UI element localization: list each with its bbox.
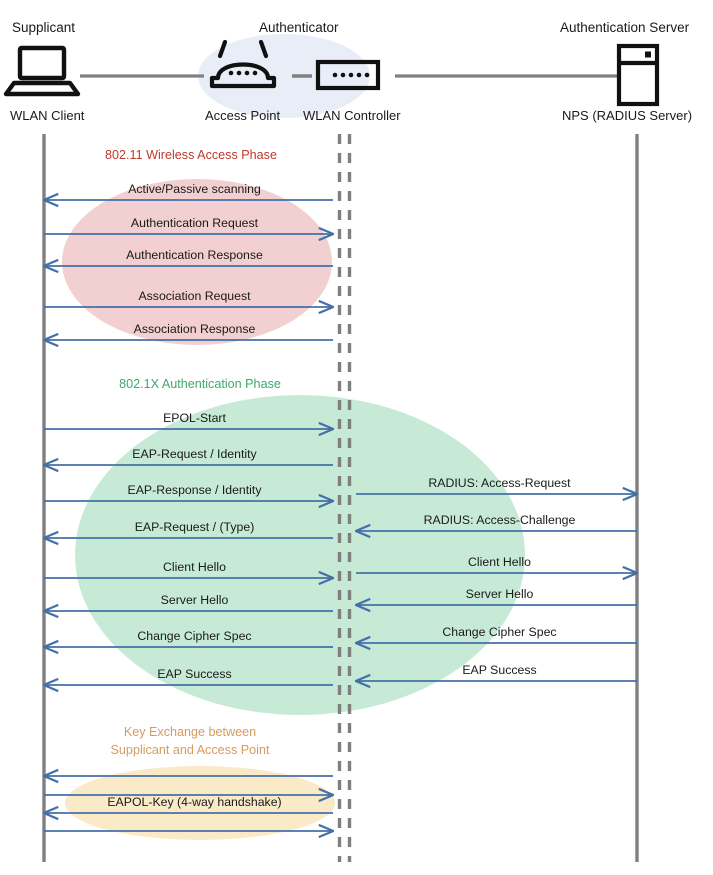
actor-device-wlan-controller: WLAN Controller (303, 108, 401, 123)
actor-device-wlan-client: WLAN Client (10, 108, 85, 123)
message-label-right-1: RADIUS: Access-Challenge (423, 513, 576, 527)
message-label-left-5: EPOL-Start (163, 411, 226, 425)
message-label-left-10: Server Hello (160, 593, 229, 607)
actor-role-auth-server: Authentication Server (560, 20, 690, 35)
wlan-controller-icon (315, 59, 381, 91)
phase-label-key-exchange: Key Exchange between Supplicant and Acce… (111, 723, 270, 760)
message-label-right-0: RADIUS: Access-Request (428, 476, 571, 490)
actor-role-authenticator: Authenticator (259, 20, 339, 35)
message-label-right-4: Change Cipher Spec (442, 625, 557, 639)
message-label-left-4: Association Response (133, 322, 256, 336)
message-label-left-0: Active/Passive scanning (128, 182, 261, 196)
phase-80211-ellipse (62, 179, 332, 345)
phase-key-line1: Key Exchange between (123, 725, 257, 739)
phase-label-8021x: 802.1X Authentication Phase (119, 377, 281, 391)
message-label-left-1: Authentication Request (130, 216, 259, 230)
message-label-left-9: Client Hello (163, 560, 226, 574)
message-label-right-5: EAP Success (462, 663, 537, 677)
phase-keyexchange-ellipse (65, 766, 335, 840)
message-label-left-3: Association Request (138, 289, 251, 303)
access-point-icon (209, 39, 277, 89)
message-label-left-6: EAP-Request / Identity (132, 447, 257, 461)
message-label-left-8: EAP-Request / (Type) (134, 520, 255, 534)
laptop-icon (3, 45, 81, 97)
message-label-left-2: Authentication Response (126, 248, 263, 262)
message-label-right-2: Client Hello (468, 555, 531, 569)
message-label-right-3: Server Hello (465, 587, 534, 601)
actor-role-supplicant: Supplicant (12, 20, 76, 35)
authenticator-halo (198, 34, 370, 118)
phase-key-line2: Supplicant and Access Point (110, 743, 270, 758)
server-icon (616, 43, 660, 107)
actor-device-access-point: Access Point (205, 108, 281, 123)
left-arrow-group (44, 200, 333, 831)
message-label-left-11: Change Cipher Spec (137, 629, 252, 643)
message-label-left-12: EAP Success (157, 667, 232, 681)
actor-device-nps: NPS (RADIUS Server) (562, 108, 693, 123)
message-label-left-7: EAP-Response / Identity (127, 483, 262, 497)
message-label-left-15: EAPOL-Key (4-way handshake) (107, 795, 282, 809)
phase-label-80211: 802.11 Wireless Access Phase (105, 148, 277, 162)
phase-8021x-ellipse (75, 395, 525, 715)
right-arrow-group (356, 494, 637, 681)
